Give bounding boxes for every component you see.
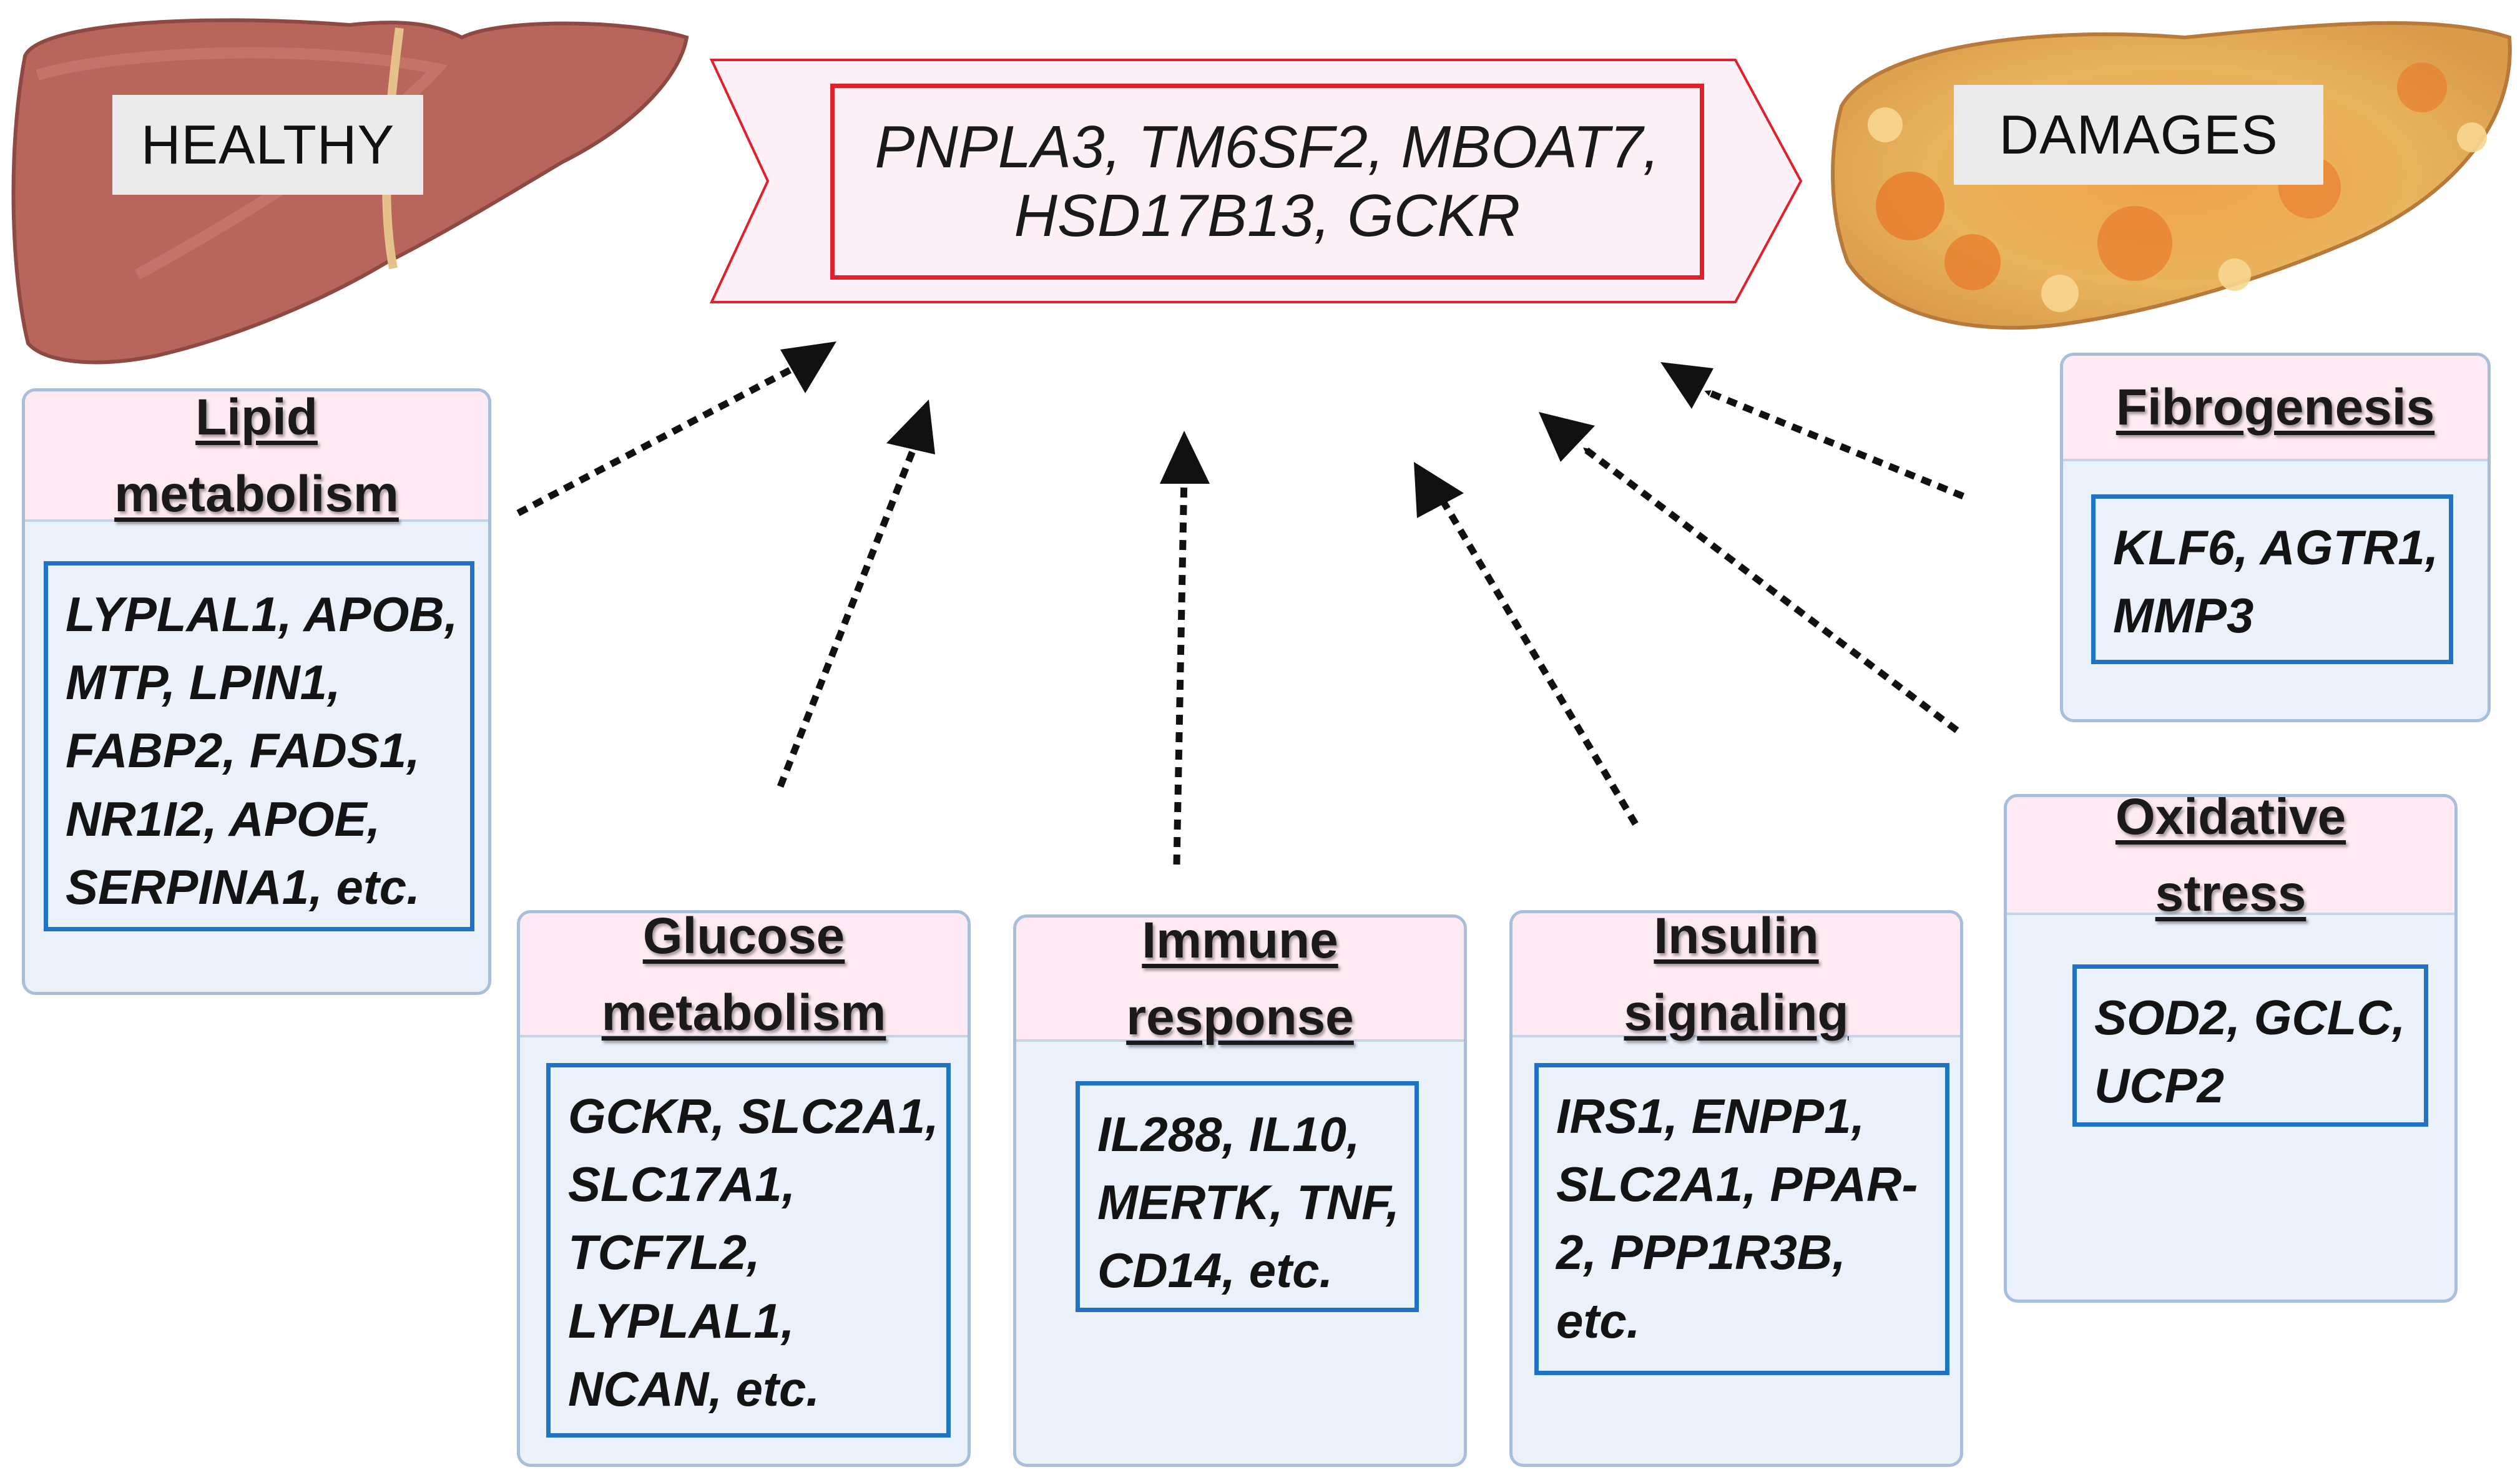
gene-line: MTP, LPIN1, [66, 655, 341, 710]
card-title: Oxidative [2115, 794, 2346, 845]
arrowhead-glucose [886, 399, 935, 454]
arrowheads [780, 341, 1714, 518]
gene-list-box: SOD2, GCLC, UCP2 [2072, 964, 2428, 1127]
card-glucose-metabolism: Glucose metabolism GCKR, SLC2A1, SLC17A1… [517, 910, 971, 1467]
gene-line: UCP2 [2094, 1058, 2225, 1114]
arrowhead-oxidative [1539, 412, 1595, 462]
gene-line: 2, PPP1R3B, [1556, 1225, 1846, 1280]
card-title: signaling [1624, 984, 1849, 1041]
arrow-fibrogenesis [1704, 388, 1965, 500]
central-gene-box: PNPLA3, TM6SF2, MBOAT7, HSD17B13, GCKR [830, 84, 1704, 280]
card-title: metabolism [114, 465, 399, 522]
gene-line: GCKR, SLC2A1, [568, 1089, 939, 1144]
card-title: Insulin [1654, 910, 1819, 964]
dotted-arrows [516, 359, 1965, 865]
card-insulin-signaling: Insulin signaling IRS1, ENPP1, SLC2A1, P… [1509, 910, 1963, 1467]
card-title: stress [2155, 865, 2307, 922]
card-header: Insulin signaling [1512, 910, 1960, 1041]
card-header: Lipid metabolism [25, 391, 488, 522]
card-title: Glucose [642, 910, 845, 964]
gene-line: KLF6, AGTR1, [2113, 520, 2439, 575]
gene-line: SLC2A1, PPAR- [1556, 1157, 1918, 1212]
gene-list-box: LYPLAL1, APOB, MTP, LPIN1, FABP2, FADS1,… [44, 561, 474, 931]
gene-line: SOD2, GCLC, [2094, 990, 2406, 1045]
gene-line: IL288, IL10, [1097, 1107, 1360, 1162]
arrow-glucose [777, 443, 918, 788]
gene-line: etc. [1556, 1293, 1640, 1348]
gene-list-box: KLF6, AGTR1, MMP3 [2091, 494, 2453, 664]
gene-line: TCF7L2, [568, 1225, 760, 1280]
arrow-insulin [1439, 496, 1639, 826]
arrowhead-immune [1160, 431, 1210, 484]
card-header: Oxidative stress [2007, 794, 2454, 922]
gene-line: MERTK, TNF, [1097, 1175, 1400, 1230]
arrowhead-insulin [1414, 462, 1464, 518]
gene-line: IRS1, ENPP1, [1556, 1089, 1865, 1144]
gene-line: NR1I2, APOE, [66, 791, 381, 846]
gene-line: LYPLAL1, [568, 1293, 795, 1348]
card-title: Lipid [195, 388, 318, 446]
card-immune-response: Immune response IL288, IL10, MERTK, TNF,… [1013, 914, 1467, 1467]
gene-line: SERPINA1, etc. [66, 859, 420, 914]
card-oxidative-stress: Oxidative stress SOD2, GCLC, UCP2 [2004, 794, 2458, 1303]
card-header: Glucose metabolism [520, 910, 968, 1041]
gene-line: MMP3 [2113, 588, 2254, 644]
gene-line: FABP2, FADS1, [66, 723, 420, 778]
arrow-immune [1173, 471, 1188, 865]
central-gene-line-1: PNPLA3, TM6SF2, MBOAT7, [875, 113, 1660, 180]
arrowhead-fibrogenesis [1660, 362, 1714, 409]
arrowhead-lipid [780, 341, 836, 393]
gene-list-box: GCKR, SLC2A1, SLC17A1, TCF7L2, LYPLAL1, … [546, 1063, 951, 1438]
gene-list-box: IL288, IL10, MERTK, TNF, CD14, etc. [1076, 1081, 1419, 1312]
card-lipid-metabolism: Lipid metabolism LYPLAL1, APOB, MTP, LPI… [22, 388, 491, 995]
card-title: metabolism [601, 984, 886, 1041]
card-title: Immune [1142, 914, 1338, 969]
gene-line: CD14, etc. [1097, 1243, 1333, 1298]
damages-label: DAMAGES [1954, 85, 2323, 185]
card-fibrogenesis: Fibrogenesis KLF6, AGTR1, MMP3 [2060, 353, 2491, 722]
gene-list-box: IRS1, ENPP1, SLC2A1, PPAR- 2, PPP1R3B, e… [1534, 1063, 1949, 1375]
card-title: response [1126, 988, 1354, 1046]
central-gene-line-2: HSD17B13, GCKR [1014, 182, 1521, 249]
gene-line: LYPLAL1, APOB, [66, 587, 458, 642]
healthy-label: HEALTHY [112, 95, 423, 195]
card-header: Fibrogenesis [2063, 356, 2488, 461]
arrow-lipid [516, 359, 808, 516]
gene-line: SLC17A1, [568, 1157, 796, 1212]
card-title: Fibrogenesis [2116, 379, 2435, 436]
gene-line: NCAN, etc. [568, 1361, 820, 1416]
arrow-oxidative [1583, 446, 1959, 733]
card-header: Immune response [1016, 918, 1464, 1046]
